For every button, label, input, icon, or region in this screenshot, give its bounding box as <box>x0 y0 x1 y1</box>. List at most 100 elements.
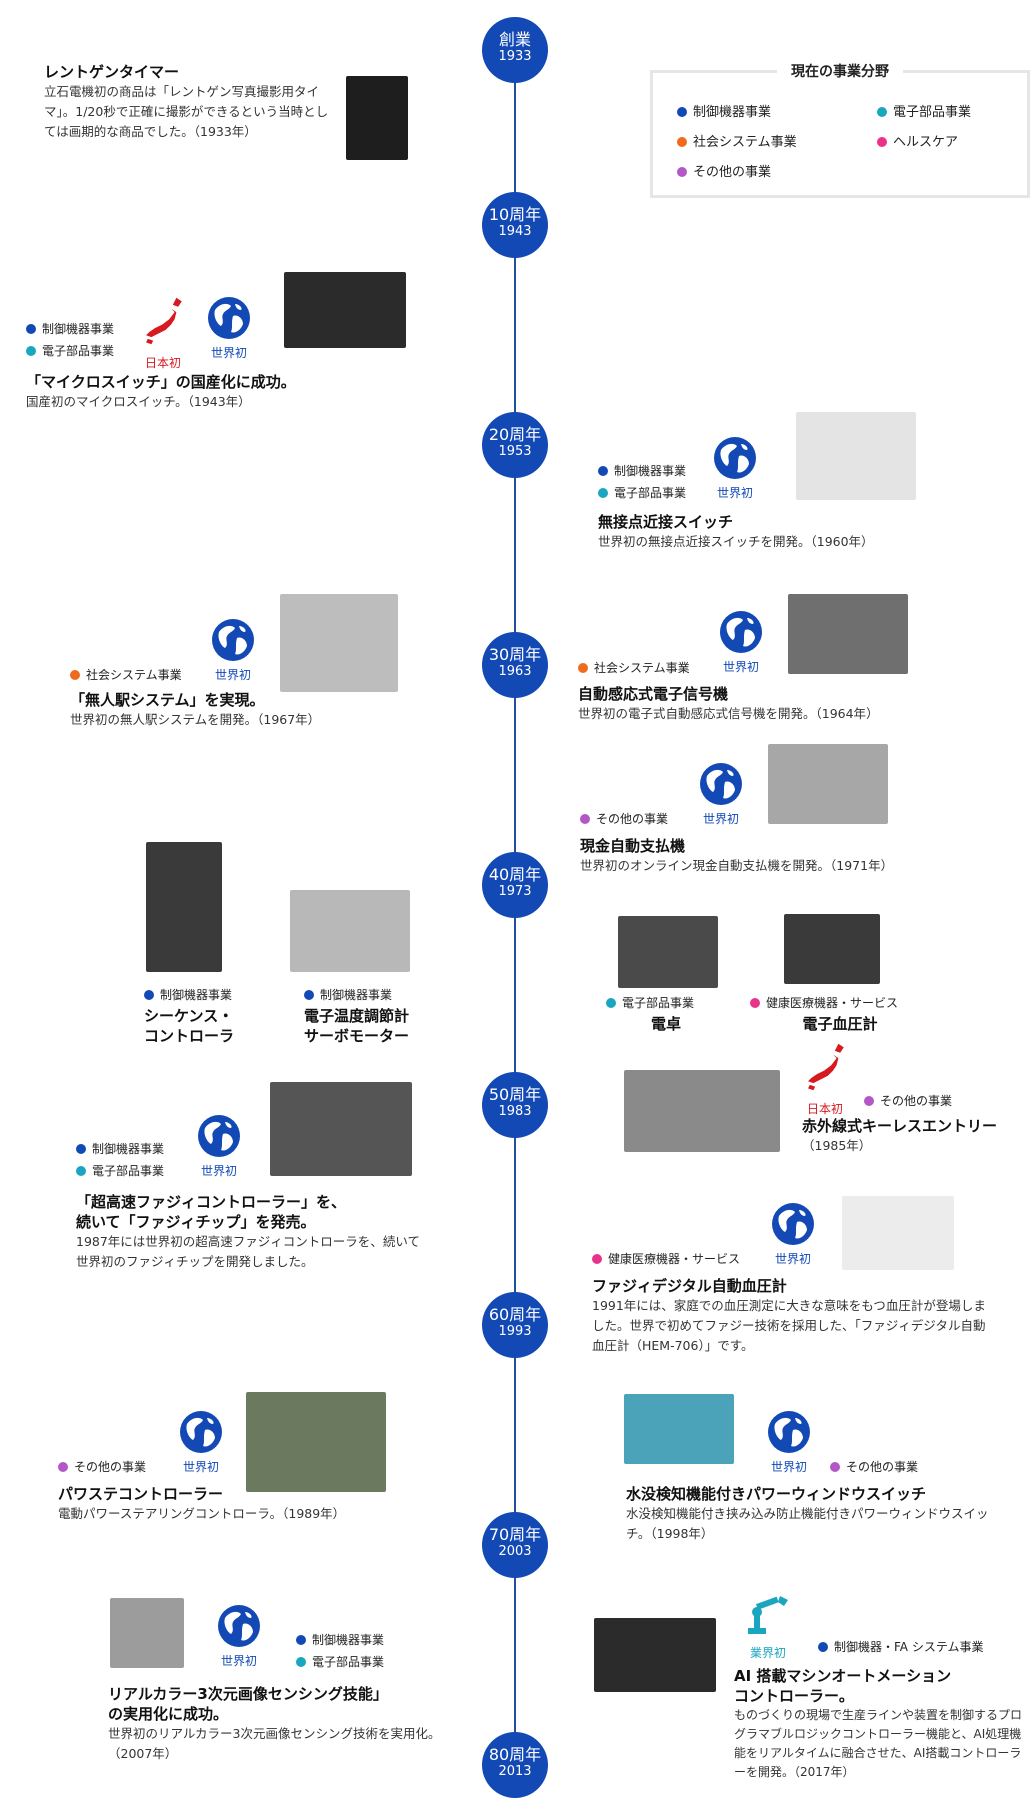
event-title: ファジィデジタル自動血圧計 <box>592 1277 787 1295</box>
event-image-sensing-tags: 制御機器事業 電子部品事業 <box>296 1629 384 1673</box>
image-sensing-photo <box>110 1598 184 1668</box>
dot-icon <box>877 137 887 147</box>
tag-social: 社会システム事業 <box>578 657 690 679</box>
tag-other: その他の事業 <box>830 1456 918 1478</box>
dot-icon <box>677 137 687 147</box>
ai-controller-photo <box>594 1618 716 1692</box>
badge-label: 世界初 <box>200 1164 237 1178</box>
world-first-badge: 世界初 <box>178 1410 224 1475</box>
robot-arm-icon <box>748 1596 788 1634</box>
fuzzy-bp-monitor-photo <box>842 1196 954 1270</box>
event-title-line2: サーボモーター <box>304 1027 410 1045</box>
event-station-tags: 社会システム事業 <box>70 664 182 686</box>
milestone-year: 1963 <box>498 664 532 679</box>
milestone-year: 1973 <box>498 884 532 899</box>
milestone-label: 60周年 <box>488 1305 542 1324</box>
badge-label: 世界初 <box>182 1460 219 1474</box>
event-title: 「マイクロスイッチ」の国産化に成功。 <box>26 373 296 391</box>
event-title-line2: コントローラー。 <box>734 1687 854 1705</box>
badge-label: 日本初 <box>806 1102 843 1116</box>
badge-label: 世界初 <box>722 660 759 674</box>
tag-social: 社会システム事業 <box>70 664 182 686</box>
dot-icon <box>70 670 80 680</box>
event-description: 国産初のマイクロスイッチ。（1943年） <box>26 394 251 409</box>
tag-electronic: 電子部品事業 <box>296 1651 384 1673</box>
event-description: 世界初の無接点近接スイッチを開発。（1960年） <box>598 534 874 549</box>
event-calculator: 電子部品事業 電卓 <box>606 992 726 1034</box>
dot-icon <box>580 814 590 824</box>
world-first-badge: 世界初 <box>766 1410 812 1475</box>
event-power-steering-tags: その他の事業 <box>58 1456 146 1478</box>
milestone-label: 10周年 <box>488 205 542 224</box>
bp-monitor-photo <box>784 914 880 984</box>
event-description: （1985年） <box>802 1138 872 1153</box>
event-power-window-tags: その他の事業 <box>830 1456 918 1478</box>
event-proximity-switch: 無接点近接スイッチ 世界初の無接点近接スイッチを開発。（1960年） <box>598 512 1018 552</box>
tag-control: 制御機器事業 <box>304 984 409 1006</box>
event-title: 「無人駅システム」を実現。 <box>70 691 265 709</box>
xray-timer-photo <box>346 76 408 160</box>
tag-control: 制御機器事業 <box>144 984 234 1006</box>
globe-icon <box>772 1203 814 1245</box>
dot-icon <box>677 107 687 117</box>
globe-icon <box>714 437 756 479</box>
legend-item-control: 制御機器事業 <box>677 101 771 120</box>
event-atm: 現金自動支払機 世界初のオンライン現金自動支払機を開発。（1971年） <box>580 836 1020 876</box>
microswitch-photo <box>284 272 406 348</box>
event-temp-controller: 制御機器事業 電子温度調節計 サーボモーター <box>304 984 409 1046</box>
tag-control-fa: 制御機器・FA システム事業 <box>818 1636 983 1658</box>
dot-icon <box>830 1462 840 1472</box>
event-description: 世界初の電子式自動感応式信号機を開発。（1964年） <box>578 706 879 721</box>
event-xray-timer: レントゲンタイマー 立石電機初の商品は「レントゲン写真撮影用タイマ」。1/20秒… <box>44 62 334 142</box>
event-title-line1: 電子温度調節計 <box>304 1007 410 1025</box>
dot-icon <box>598 466 608 476</box>
event-fuzzy-bp-monitor: ファジィデジタル自動血圧計 1991年には、家庭での血圧測定に大きな意味をもつ血… <box>592 1276 992 1356</box>
event-keyless-tags: その他の事業 <box>864 1090 952 1112</box>
milestone-label: 50周年 <box>488 1085 542 1104</box>
badge-label: 日本初 <box>144 356 181 370</box>
event-title: 電卓 <box>650 1015 681 1033</box>
event-fuzzy-bp-tags: 健康医療機器・サービス <box>592 1248 740 1270</box>
event-image-sensing: リアルカラー3次元画像センシング技能」 の実用化に成功。 世界初のリアルカラー3… <box>108 1684 448 1764</box>
legend-item-other: その他の事業 <box>677 161 771 180</box>
milestone-year: 1953 <box>498 444 532 459</box>
tag-control: 制御機器事業 <box>598 460 686 482</box>
sequence-controller-photo <box>146 842 222 972</box>
event-ai-controller-tags: 制御機器・FA システム事業 <box>818 1636 983 1658</box>
event-description: 世界初のリアルカラー3次元画像センシング技術を実用化。（2007年） <box>108 1726 441 1761</box>
event-sequence-controller: 制御機器事業 シーケンス・ コントローラ <box>144 984 234 1046</box>
dot-icon <box>677 167 687 177</box>
event-title: パワステコントローラー <box>58 1485 224 1503</box>
dot-icon <box>606 998 616 1008</box>
dot-icon <box>76 1144 86 1154</box>
badge-label: 世界初 <box>210 346 247 360</box>
milestone-year: 1993 <box>498 1324 532 1339</box>
event-title: レントゲンタイマー <box>44 63 180 81</box>
milestone-year: 2013 <box>498 1764 532 1779</box>
milestone-year: 1933 <box>498 49 532 64</box>
event-title-line1: シーケンス・ <box>144 1007 234 1025</box>
japan-first-badge: 日本初 <box>138 296 188 371</box>
event-title-line1: AI 搭載マシンオートメーション <box>734 1667 952 1685</box>
event-title: 無接点近接スイッチ <box>598 513 734 531</box>
event-title-line1: リアルカラー3次元画像センシング技能」 <box>108 1685 388 1703</box>
event-fuzzy-tags: 制御機器事業 電子部品事業 <box>76 1138 164 1182</box>
event-power-steering: パワステコントローラー 電動パワーステアリングコントローラ。（1989年） <box>58 1484 438 1524</box>
world-first-badge: 世界初 <box>718 610 764 675</box>
globe-icon <box>218 1605 260 1647</box>
milestone-label: 創業 <box>498 30 531 49</box>
proximity-switch-photo <box>796 412 916 500</box>
tag-other: その他の事業 <box>864 1090 952 1112</box>
globe-icon <box>208 297 250 339</box>
milestone-year: 1983 <box>498 1104 532 1119</box>
event-title-line2: の実用化に成功。 <box>108 1705 229 1723</box>
tag-electronic: 電子部品事業 <box>606 992 726 1014</box>
legend-item-electronic: 電子部品事業 <box>877 101 971 120</box>
dot-icon <box>144 990 154 1000</box>
badge-label: 世界初 <box>770 1460 807 1474</box>
industry-first-badge: 業界初 <box>738 1594 798 1661</box>
